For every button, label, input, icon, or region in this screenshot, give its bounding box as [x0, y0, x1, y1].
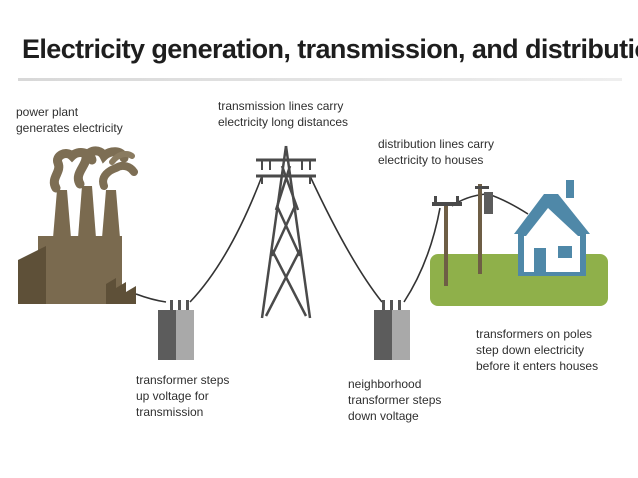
page-title: Electricity generation, transmission, an… — [22, 34, 638, 64]
neighborhood-transformer-icon — [374, 300, 410, 360]
distribution-lines-label: distribution lines carry electricity to … — [378, 137, 495, 167]
step-up-transformer-label: transformer steps up voltage for transmi… — [136, 373, 230, 419]
transmission-lines-label: transmission lines carry electricity lon… — [218, 99, 349, 129]
transmission-tower-icon — [256, 145, 316, 319]
power-plant-icon — [18, 146, 138, 304]
step-up-transformer-icon — [158, 300, 194, 360]
title-divider — [18, 78, 622, 81]
utility-pole-icon — [432, 196, 462, 286]
smoke-icon — [49, 146, 138, 193]
house-icon — [514, 180, 590, 276]
neighborhood-transformer-label: neighborhood transformer steps down volt… — [348, 377, 442, 423]
pole-transformers-label: transformers on poles step down electric… — [476, 327, 599, 373]
power-plant-label: power plant generates electricity — [16, 105, 123, 135]
pole-transformer-icon — [475, 184, 493, 274]
